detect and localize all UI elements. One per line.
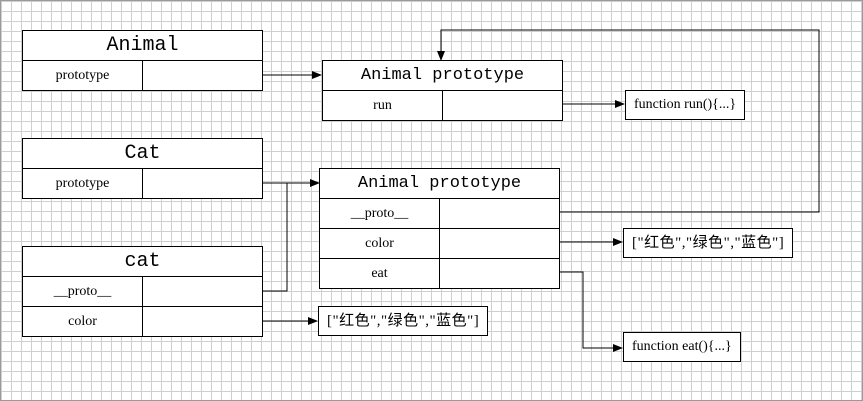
- row-key: run: [323, 91, 443, 121]
- row-key: prototype: [23, 61, 143, 91]
- animal-table: Animal prototype: [22, 30, 263, 91]
- animal-title: Animal: [23, 31, 262, 61]
- row-value-cell: [443, 91, 562, 121]
- animal-prototype-title-mid: Animal prototype: [320, 169, 559, 199]
- cat-constructor-table: Cat prototype: [22, 138, 263, 199]
- row-key: prototype: [23, 169, 143, 199]
- cat-constructor-title: Cat: [23, 139, 262, 169]
- row-value-cell: [143, 169, 262, 199]
- animal-prototype-row-proto: __proto__: [320, 199, 559, 229]
- animal-row-prototype: prototype: [23, 61, 262, 91]
- row-key: __proto__: [23, 277, 143, 306]
- run-function-box: function run(){...}: [625, 90, 746, 120]
- animal-prototype-table-top: Animal prototype run: [322, 60, 563, 121]
- animal-prototype-table-mid: Animal prototype __proto__ color eat: [319, 168, 560, 289]
- cat-instance-row-proto: __proto__: [23, 277, 262, 307]
- row-key: color: [320, 229, 440, 258]
- row-value-cell: [440, 199, 559, 228]
- cat-constructor-row-prototype: prototype: [23, 169, 262, 199]
- row-value-cell: [440, 229, 559, 258]
- cat-instance-title: cat: [23, 247, 262, 277]
- row-key: eat: [320, 259, 440, 289]
- row-key: color: [23, 307, 143, 337]
- row-value-cell: [440, 259, 559, 289]
- color-array-box-instance: ["红色","绿色","蓝色"]: [318, 306, 489, 336]
- row-key: __proto__: [320, 199, 440, 228]
- animal-prototype-row-eat: eat: [320, 259, 559, 289]
- cat-instance-row-color: color: [23, 307, 262, 337]
- animal-prototype-title-top: Animal prototype: [323, 61, 562, 91]
- row-value-cell: [143, 61, 262, 91]
- row-value-cell: [143, 307, 262, 337]
- color-array-box-proto: ["红色","绿色","蓝色"]: [623, 228, 794, 258]
- cat-instance-table: cat __proto__ color: [22, 246, 263, 337]
- row-value-cell: [143, 277, 262, 306]
- animal-prototype-row-run: run: [323, 91, 562, 121]
- eat-function-box: function eat(){...}: [623, 332, 741, 362]
- animal-prototype-row-color: color: [320, 229, 559, 259]
